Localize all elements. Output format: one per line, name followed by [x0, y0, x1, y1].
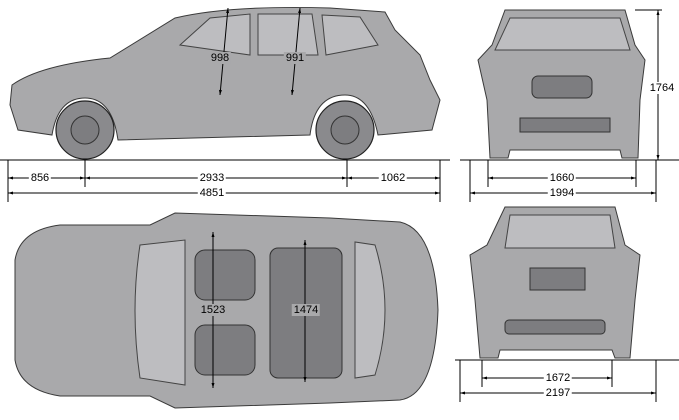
rear-overhang-label: 1062: [378, 172, 408, 184]
front-track-label: 1660: [547, 172, 577, 184]
rear-view: [469, 206, 641, 359]
front-shoulder-width-label: 1523: [198, 304, 228, 316]
front-view: [477, 9, 662, 161]
length-label: 4851: [197, 187, 227, 199]
rear-track-label: 1672: [543, 372, 573, 384]
wheelbase-label: 2933: [197, 172, 227, 184]
side-view: [9, 6, 441, 160]
front-headroom-label: 998: [208, 52, 232, 64]
width-with-mirrors-label: 2197: [543, 387, 573, 399]
rear-shoulder-width-label: 1474: [291, 304, 321, 316]
front-overhang-label: 856: [28, 172, 52, 184]
height-label: 1764: [647, 82, 677, 94]
width-label: 1994: [547, 187, 577, 199]
rear-headroom-label: 991: [283, 52, 307, 64]
